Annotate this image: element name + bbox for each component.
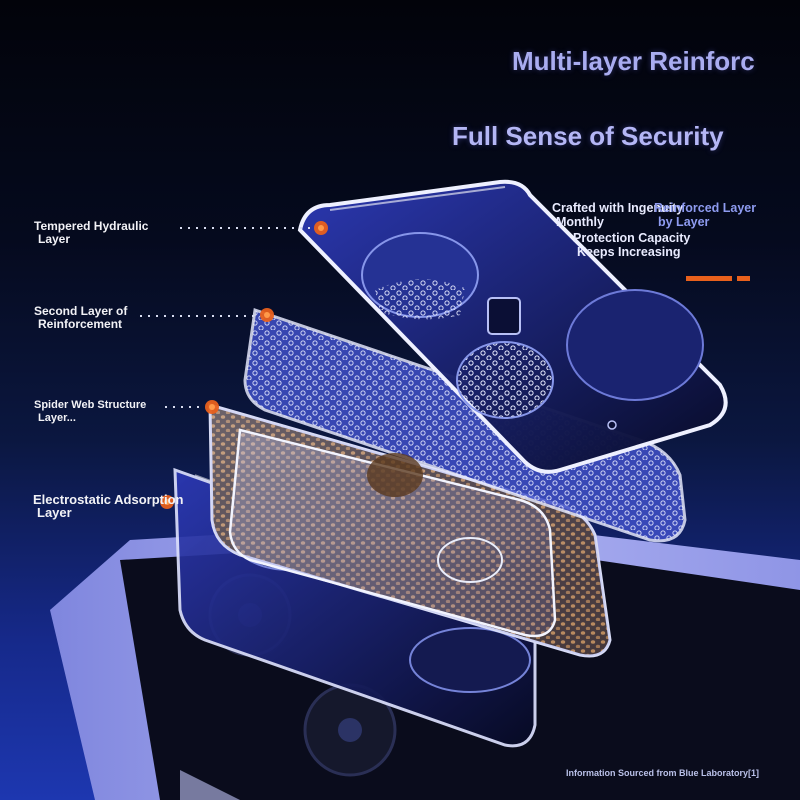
callout-line-1: Spider Web Structure — [34, 399, 147, 411]
tempered-hydraulic-layer — [297, 179, 728, 474]
callout-line-2: Layer — [37, 505, 72, 520]
page-subtitle: Full Sense of Security — [452, 121, 724, 151]
layer-marker-dot-icon — [160, 221, 328, 509]
side-note-reinforced: Reinforced Layer by Layer — [654, 201, 756, 229]
callout-second-layer-reinforcement: Second Layer of Reinforcement — [34, 305, 127, 331]
callout-line-2: Layer... — [38, 412, 76, 424]
callout-line-2: Reinforcement — [38, 317, 123, 331]
side-note-line-1: Protection Capacity — [573, 231, 691, 245]
callout-tempered-hydraulic-layer: Tempered Hydraulic Layer — [34, 220, 148, 246]
side-note-line-1: Crafted with Ingenuity — [552, 201, 684, 215]
side-note-line-2: Keeps Increasing — [577, 245, 681, 259]
callout-line-1: Second Layer of — [34, 304, 128, 318]
callout-spider-web-layer: Spider Web Structure Layer... — [34, 399, 146, 425]
page-title: Multi-layer Reinforc — [512, 46, 755, 76]
side-note-crafted: Crafted with Ingenuity Monthly — [552, 201, 683, 229]
side-note-line-2: Monthly — [556, 215, 604, 229]
callout-electrostatic-layer: Electrostatic Adsorption Layer — [33, 493, 183, 519]
source-footnote: Information Sourced from Blue Laboratory… — [566, 768, 760, 778]
accent-bar-icon — [686, 276, 750, 281]
callout-line-2: Layer — [38, 232, 71, 246]
reinforcement-layer — [243, 308, 687, 543]
side-note-protection: Protection Capacity Keeps Increasing — [573, 231, 690, 259]
side-note-line-1: Reinforced Layer — [654, 201, 757, 215]
clear-lens-layer — [228, 428, 557, 638]
callout-line-1: Electrostatic Adsorption — [33, 492, 184, 507]
side-note-line-2: by Layer — [658, 215, 710, 229]
callout-line-1: Tempered Hydraulic — [34, 219, 149, 233]
